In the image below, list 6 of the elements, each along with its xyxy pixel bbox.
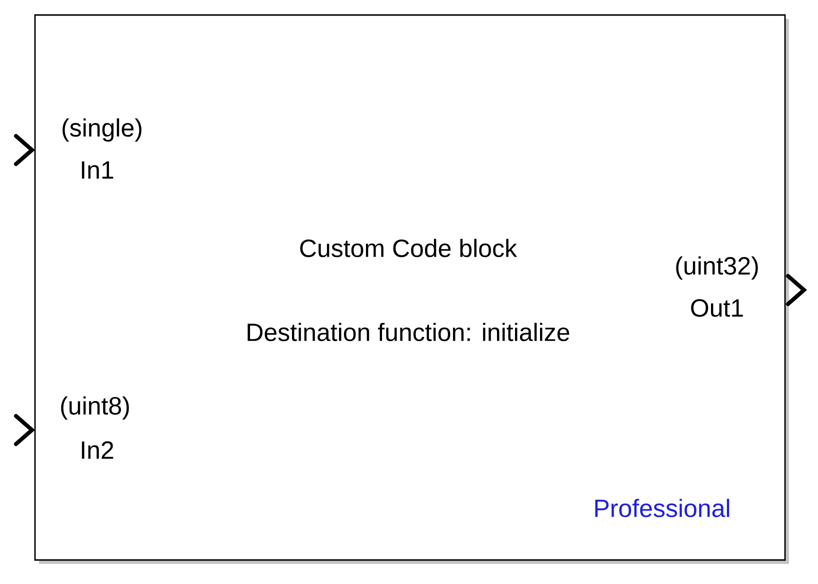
port-label: In2 [82,441,114,459]
port-label: (uint32) [676,256,758,280]
port-label: Out1 [691,299,743,317]
port-label: (single) [62,118,142,142]
port-label: In1 [82,161,114,179]
port-label: (uint8) [61,396,129,420]
